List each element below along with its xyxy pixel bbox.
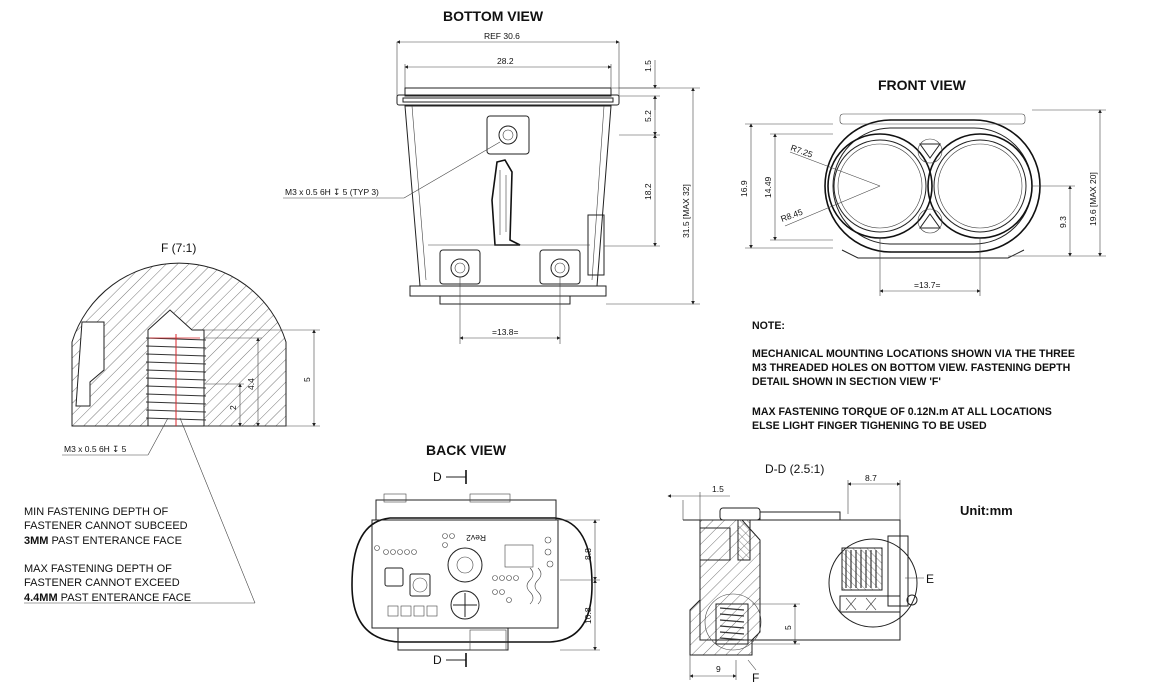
- front-view: FRONT VIEW R7.25 R8.45 16.9 14.49: [739, 77, 1106, 296]
- max-note-line-2: FASTENER CANNOT EXCEED: [24, 577, 180, 589]
- dim-section-9: 9: [716, 664, 721, 674]
- dim-detail-5: 5: [302, 377, 312, 382]
- dim-hole-spacing: =13.8=: [492, 327, 519, 337]
- dim-16-9: 16.9: [739, 180, 749, 197]
- section-dd-title: D-D (2.5:1): [765, 462, 824, 476]
- dim-14-49: 14.49: [763, 176, 773, 198]
- note-line-2: M3 THREADED HOLES ON BOTTOM VIEW. FASTEN…: [752, 362, 1070, 374]
- section-label-e: E: [926, 572, 934, 586]
- dim-lens-spacing: =13.7=: [914, 280, 941, 290]
- dim-section-8-7: 8.7: [865, 473, 877, 483]
- detail-f-title: F (7:1): [161, 241, 196, 255]
- dim-r845: R8.45: [779, 207, 804, 224]
- dim-r725: R7.25: [789, 142, 814, 159]
- min-note-line-2: FASTENER CANNOT SUBCEED: [24, 520, 188, 532]
- dim-width: 28.2: [497, 56, 514, 66]
- section-mark-top: D: [433, 470, 442, 484]
- min-note-line-3: 3MM PAST ENTERANCE FACE: [24, 535, 182, 547]
- dim-18-2: 18.2: [643, 183, 653, 200]
- dim-detail-4-4: 4.4: [246, 378, 256, 390]
- dim-10-8: 10.8: [583, 607, 593, 624]
- dim-height: 31.5 [MAX 32]: [681, 184, 691, 238]
- max-note-line-3: 4.4MM PAST ENTERANCE FACE: [24, 592, 191, 604]
- section-dd: D-D (2.5:1) 1.5: [667, 462, 934, 685]
- note-block: NOTE: MECHANICAL MOUNTING LOCATIONS SHOW…: [752, 320, 1075, 432]
- note-line-6: ELSE LIGHT FINGER TIGHENING TO BE USED: [752, 420, 987, 432]
- dim-5-2: 5.2: [643, 110, 653, 122]
- back-view-title: BACK VIEW: [426, 442, 507, 458]
- note-heading: NOTE:: [752, 320, 785, 332]
- fastening-notes: MIN FASTENING DEPTH OF FASTENER CANNOT S…: [24, 506, 191, 604]
- front-view-title: FRONT VIEW: [878, 77, 967, 93]
- thread-callout-detail: M3 x 0.5 6H ↧ 5: [64, 444, 127, 454]
- dim-section-5: 5: [783, 625, 793, 630]
- dim-section-1-5: 1.5: [712, 484, 724, 494]
- dim-detail-2: 2: [228, 405, 238, 410]
- thread-callout-bottom: M3 x 0.5 6H ↧ 5 (TYP 3): [285, 187, 379, 197]
- pcb-label: Rev2: [466, 533, 486, 543]
- note-line-1: MECHANICAL MOUNTING LOCATIONS SHOWN VIA …: [752, 348, 1075, 360]
- dim-9-3: 9.3: [1058, 216, 1068, 228]
- unit-label: Unit:mm: [960, 503, 1013, 518]
- min-note-line-1: MIN FASTENING DEPTH OF: [24, 506, 169, 518]
- dim-front-height: 19.6 [MAX 20]: [1088, 172, 1098, 226]
- note-line-3: DETAIL SHOWN IN SECTION VIEW 'F': [752, 376, 941, 388]
- bottom-view: BOTTOM VIEW REF 30.6 28.2: [283, 8, 700, 344]
- note-line-5: MAX FASTENING TORQUE OF 0.12N.m AT ALL L…: [752, 406, 1052, 418]
- dim-8-8: 8.8: [583, 548, 593, 560]
- back-view: BACK VIEW D D: [351, 442, 600, 667]
- max-note-line-1: MAX FASTENING DEPTH OF: [24, 563, 172, 575]
- section-mark-bottom: D: [433, 653, 442, 667]
- bottom-view-title: BOTTOM VIEW: [443, 8, 544, 24]
- dim-ref-width: REF 30.6: [484, 31, 520, 41]
- dim-top-1-5: 1.5: [643, 60, 653, 72]
- section-label-f: F: [752, 671, 759, 685]
- detail-f: F (7:1) 2 4.4 5: [24, 241, 320, 604]
